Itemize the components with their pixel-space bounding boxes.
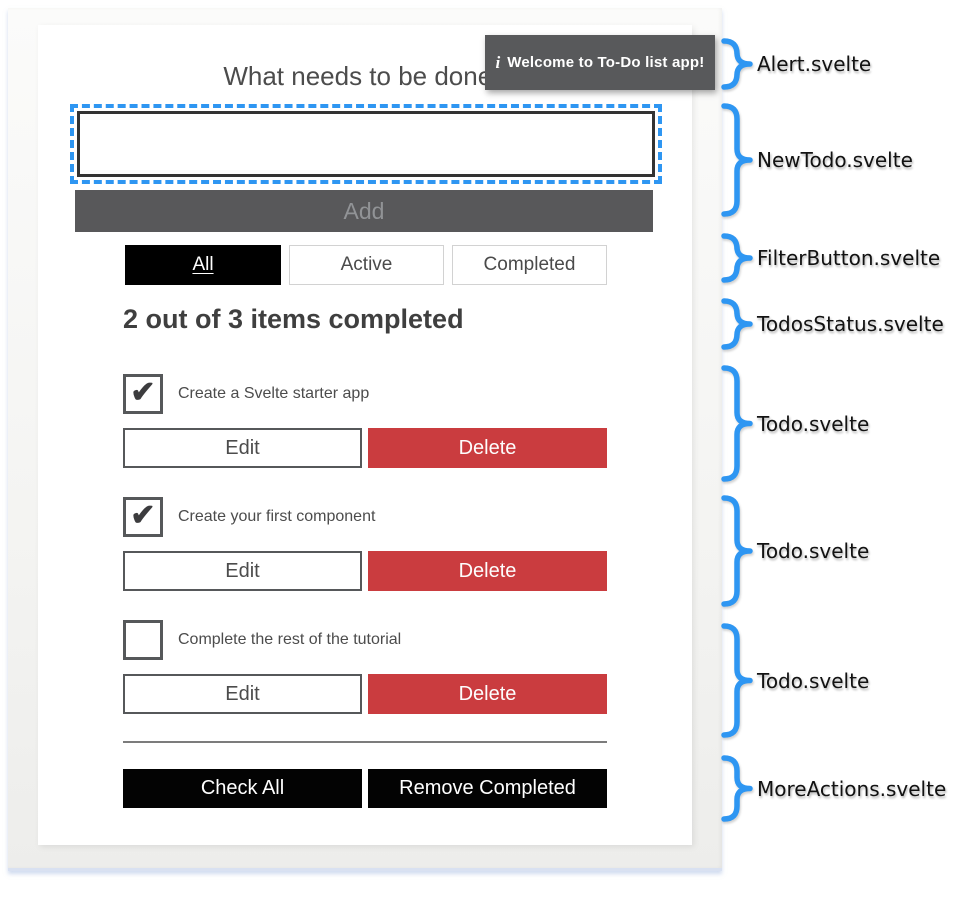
app-panel: What needs to be done? Add All Active Co… [8, 8, 722, 871]
add-button[interactable]: Add [75, 190, 653, 232]
info-icon: i [495, 52, 501, 72]
page-title: What needs to be done? [223, 61, 507, 91]
component-annotation: Todo.svelte [720, 365, 869, 482]
todo-label: Complete the rest of the tutorial [178, 631, 402, 648]
brace-icon [721, 233, 753, 283]
divider [123, 741, 607, 743]
filter-all-button[interactable]: All [125, 245, 281, 285]
annotation-label: NewTodo.svelte [757, 148, 913, 172]
brace-icon [721, 38, 753, 90]
annotation-label: FilterButton.svelte [757, 246, 941, 270]
delete-button[interactable]: Delete [368, 428, 607, 468]
more-actions-bar: Check All Remove Completed [123, 769, 607, 808]
check-icon: ✔ [130, 498, 156, 532]
component-annotation: Todo.svelte [720, 623, 869, 738]
alert-toast: i Welcome to To-Do list app! [485, 35, 715, 90]
component-annotation: MoreActions.svelte [720, 755, 946, 822]
annotation-label: MoreActions.svelte [757, 776, 947, 801]
new-todo-input-focus-ring [70, 104, 662, 184]
brace-icon [721, 298, 753, 350]
filter-active-button[interactable]: Active [289, 245, 444, 285]
todo-label: Create your first component [178, 508, 376, 525]
brace-icon [721, 755, 753, 822]
filter-completed-button[interactable]: Completed [452, 245, 607, 285]
delete-button[interactable]: Delete [368, 551, 607, 591]
component-annotation: Todo.svelte [720, 495, 869, 607]
edit-button[interactable]: Edit [123, 551, 362, 591]
filter-button-group: All Active Completed [125, 245, 607, 285]
check-icon: ✔ [130, 375, 156, 409]
component-annotation: TodosStatus.svelte [720, 298, 944, 350]
annotation-label: Alert.svelte [757, 52, 872, 76]
annotation-label: Todo.svelte [757, 539, 870, 563]
edit-button[interactable]: Edit [123, 674, 362, 714]
todo-item-row: ✔ Create your first component [123, 497, 607, 537]
todo-checkbox[interactable]: ✔ [123, 374, 163, 414]
component-annotation: NewTodo.svelte [720, 103, 913, 217]
todo-item-row: Complete the rest of the tutorial [123, 620, 607, 660]
todo-checkbox[interactable]: ✔ [123, 497, 163, 537]
delete-button[interactable]: Delete [368, 674, 607, 714]
new-todo-input[interactable] [77, 111, 655, 177]
component-annotation: FilterButton.svelte [720, 233, 940, 283]
brace-icon [721, 103, 753, 217]
brace-icon [721, 623, 753, 738]
component-annotation: Alert.svelte [720, 38, 871, 90]
todo-label: Create a Svelte starter app [178, 385, 370, 402]
annotation-label: TodosStatus.svelte [757, 312, 944, 336]
brace-icon [721, 495, 753, 607]
alert-message: Welcome to To-Do list app! [507, 54, 705, 71]
todo-app-card: What needs to be done? Add All Active Co… [38, 25, 692, 845]
check-all-button[interactable]: Check All [123, 769, 362, 808]
annotation-label: Todo.svelte [757, 411, 870, 436]
todo-item-row: ✔ Create a Svelte starter app [123, 374, 607, 414]
remove-completed-button[interactable]: Remove Completed [368, 769, 607, 808]
todo-checkbox[interactable] [123, 620, 163, 660]
edit-button[interactable]: Edit [123, 428, 362, 468]
todos-status-heading: 2 out of 3 items completed [123, 304, 464, 334]
annotation-label: Todo.svelte [757, 668, 870, 693]
brace-icon [721, 365, 753, 482]
